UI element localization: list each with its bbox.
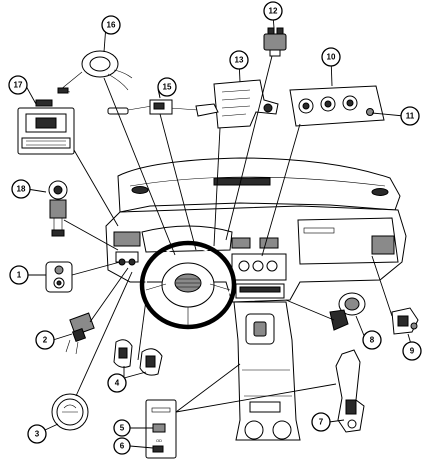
callout-11-number: 11 — [406, 112, 415, 121]
callout-13: 13 — [229, 50, 249, 70]
ignition-switch-component — [48, 180, 68, 237]
callout-13-number: 13 — [235, 56, 244, 65]
callout-8: 8 — [362, 330, 382, 350]
callout-8-number: 8 — [370, 336, 375, 345]
right-speaker-grille — [371, 188, 389, 196]
callout-9-number: 9 — [410, 347, 415, 356]
callout-18: 18 — [11, 179, 31, 199]
trunk-release-switch-component — [51, 393, 89, 431]
left-speaker-grille — [131, 186, 149, 194]
callout-16-number: 16 — [107, 21, 116, 30]
multifunction-switch-component — [213, 79, 279, 129]
callout-6: 6 — [113, 437, 131, 455]
callout-2: 2 — [35, 330, 55, 350]
callout-5: 5 — [113, 419, 131, 437]
center-console — [233, 301, 301, 441]
callout-2-number: 2 — [43, 336, 48, 345]
callout-16: 16 — [101, 15, 121, 35]
callout-7: 7 — [311, 412, 331, 432]
leader-lines — [25, 14, 412, 449]
callout-9: 9 — [402, 341, 422, 361]
callout-4: 4 — [107, 373, 127, 393]
callout-1-number: 1 — [17, 271, 22, 280]
connector-component — [263, 27, 287, 57]
shifter-bracket-component — [335, 349, 365, 433]
climate-control-component — [289, 85, 385, 127]
console-switch-plate: OD — [145, 399, 177, 459]
mirror-switch-component — [391, 307, 419, 335]
dimmer-switch-component — [65, 312, 95, 355]
instrument-panel — [105, 157, 407, 303]
callout-12: 12 — [263, 1, 283, 21]
defroster-grille — [213, 177, 271, 186]
callout-17: 17 — [8, 75, 28, 95]
callout-10: 10 — [321, 47, 341, 67]
callout-4-number: 4 — [115, 379, 120, 388]
callout-15: 15 — [157, 77, 177, 97]
callout-5-number: 5 — [120, 424, 125, 433]
callout-3: 3 — [27, 424, 47, 444]
cruise-control-switches-component — [113, 339, 163, 376]
svg-text:OD: OD — [156, 438, 162, 443]
callout-17-number: 17 — [14, 81, 23, 90]
lock-cylinder-component — [329, 292, 366, 331]
headlamp-switch-component — [45, 261, 73, 293]
callout-11: 11 — [400, 106, 420, 126]
callout-18-number: 18 — [17, 185, 26, 194]
clock-spring-component — [57, 50, 133, 94]
callout-15-number: 15 — [163, 83, 172, 92]
turn-signal-stalk-component — [107, 89, 219, 117]
callout-12-number: 12 — [269, 7, 278, 16]
callout-3-number: 3 — [35, 430, 40, 439]
callout-10-number: 10 — [327, 53, 336, 62]
callout-6-number: 6 — [120, 442, 125, 451]
callout-7-number: 7 — [319, 418, 324, 427]
callout-1: 1 — [9, 265, 29, 285]
radio-component — [17, 99, 75, 155]
steering-wheel — [139, 240, 237, 330]
